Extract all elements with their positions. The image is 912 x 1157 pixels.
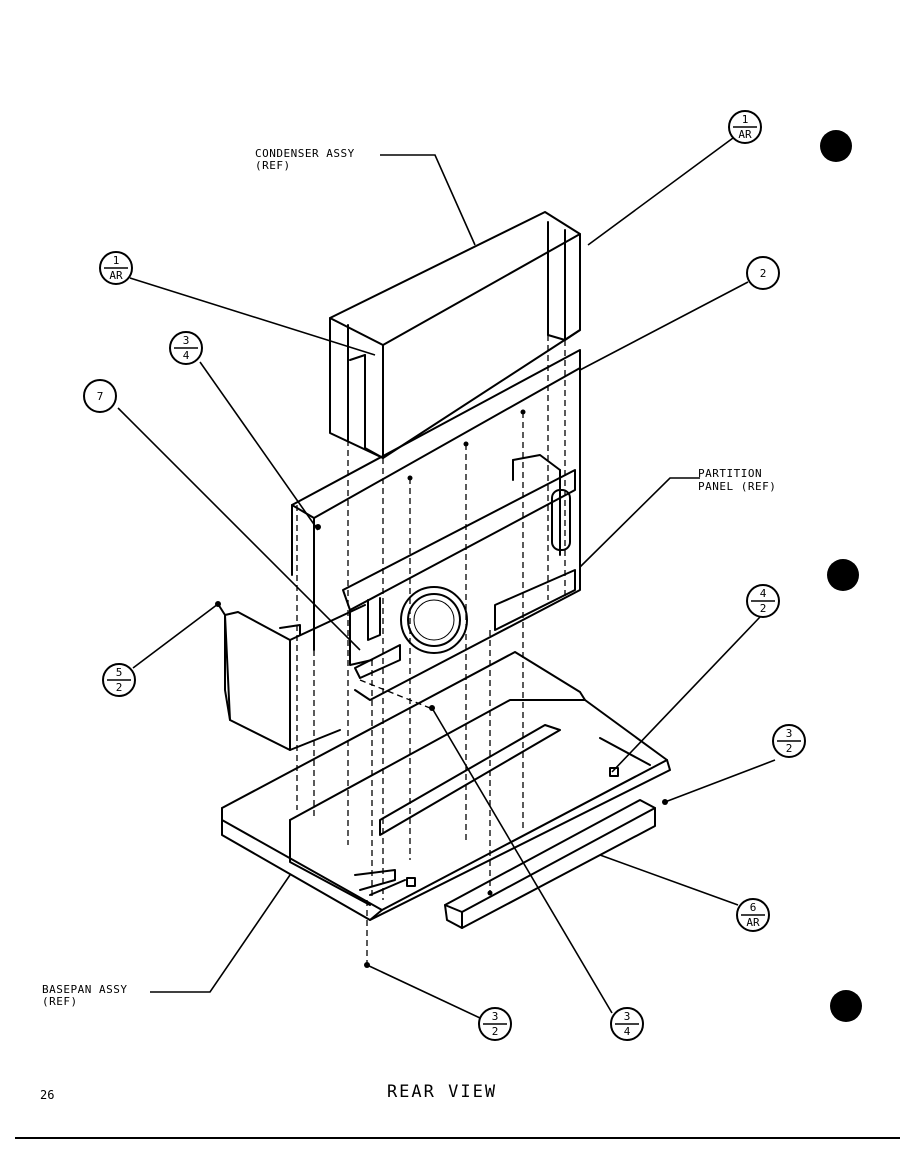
callout-3-4-bottom: 3 4 <box>610 1007 644 1041</box>
svg-text:2: 2 <box>760 602 767 615</box>
front-rail <box>444 799 656 929</box>
condenser-label: CONDENSER ASSY <box>255 147 355 160</box>
svg-text:AR: AR <box>746 916 760 929</box>
svg-text:6: 6 <box>750 901 757 914</box>
svg-text:3: 3 <box>786 727 793 740</box>
callout-3-2-bottom: 3 2 <box>478 1007 512 1041</box>
basepan-label: BASEPAN ASSY <box>42 983 127 996</box>
svg-text:4: 4 <box>183 349 190 362</box>
partition-label-ref: PANEL (REF) <box>698 480 776 493</box>
partition-label: PARTITION <box>698 467 762 480</box>
basepan-assembly <box>221 651 671 921</box>
condenser-label-ref: (REF) <box>255 159 291 172</box>
svg-text:AR: AR <box>109 269 123 282</box>
callouts: 1 AR 1 AR 2 3 4 7 4 2 <box>83 110 806 1041</box>
partition-panel <box>291 349 581 701</box>
callout-4-2: 4 2 <box>746 584 780 618</box>
svg-text:2: 2 <box>760 267 767 280</box>
svg-text:AR: AR <box>738 128 752 141</box>
callout-3-2-right: 3 2 <box>772 724 806 758</box>
side-bracket <box>217 603 366 751</box>
svg-text:4: 4 <box>760 587 767 600</box>
condenser-assembly <box>329 211 581 459</box>
view-title: REAR VIEW <box>387 1082 497 1102</box>
svg-text:2: 2 <box>116 681 123 694</box>
alignment-lines <box>296 335 566 965</box>
svg-text:3: 3 <box>624 1010 631 1023</box>
callout-5-2: 5 2 <box>102 663 136 697</box>
callout-7: 7 <box>83 379 117 413</box>
svg-text:3: 3 <box>183 334 190 347</box>
leader-lines <box>117 137 776 1019</box>
basepan-label-ref: (REF) <box>42 995 78 1008</box>
fastener-dots <box>215 409 668 968</box>
svg-text:4: 4 <box>624 1025 631 1038</box>
text-labels: CONDENSER ASSY (REF) PARTITION PANEL (RE… <box>40 147 776 1102</box>
binder-holes <box>820 130 862 1022</box>
callout-2: 2 <box>746 256 780 290</box>
svg-text:3: 3 <box>492 1010 499 1023</box>
svg-text:2: 2 <box>786 742 793 755</box>
svg-text:7: 7 <box>97 390 104 403</box>
callout-1-ar-left: 1 AR <box>99 251 133 285</box>
svg-text:5: 5 <box>116 666 123 679</box>
callout-6-ar: 6 AR <box>736 898 770 932</box>
svg-text:2: 2 <box>492 1025 499 1038</box>
page-number: 26 <box>40 1088 54 1102</box>
callout-1-ar-top: 1 AR <box>728 110 762 144</box>
svg-text:1: 1 <box>742 113 749 126</box>
callout-3-4-upper: 3 4 <box>169 331 203 365</box>
svg-text:1: 1 <box>113 254 120 267</box>
